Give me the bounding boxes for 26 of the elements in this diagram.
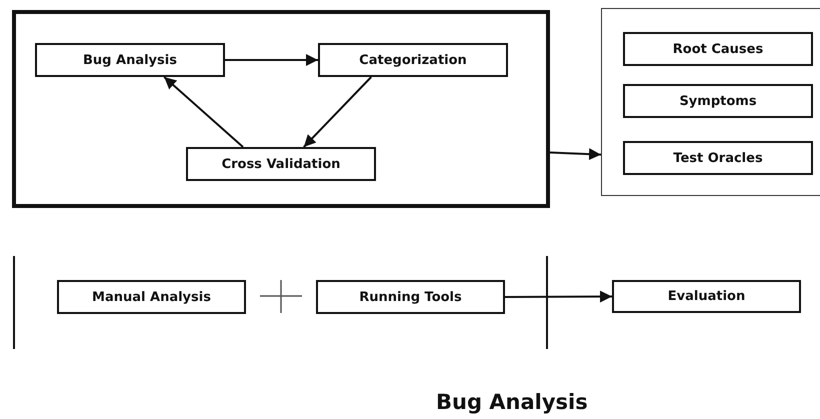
box-label: Cross Validation [222,156,340,172]
process-box [623,141,813,175]
box-label: Evaluation [668,289,746,304]
box-label: Categorization [359,52,467,68]
process-box [35,43,225,77]
process-box [57,280,246,314]
arrow [164,76,244,148]
arrow [303,76,372,148]
box-label: Manual Analysis [92,290,211,304]
process-box [318,43,508,77]
process-box [623,84,813,118]
group-panel [601,8,820,196]
group-frame [12,10,550,208]
process-box [186,147,376,181]
process-box [316,280,505,314]
process-box [623,32,813,66]
diagram-caption: Bug Analysis [436,390,588,414]
box-label: Test Oracles [673,150,763,166]
box-label: Symptoms [679,94,757,108]
arrow [505,290,612,303]
arrow [225,54,318,66]
process-box [612,280,801,313]
box-label: Bug Analysis [83,52,177,68]
box-label: Root Causes [672,42,764,56]
box-label: Running Tools [359,290,462,304]
arrow [550,148,602,160]
